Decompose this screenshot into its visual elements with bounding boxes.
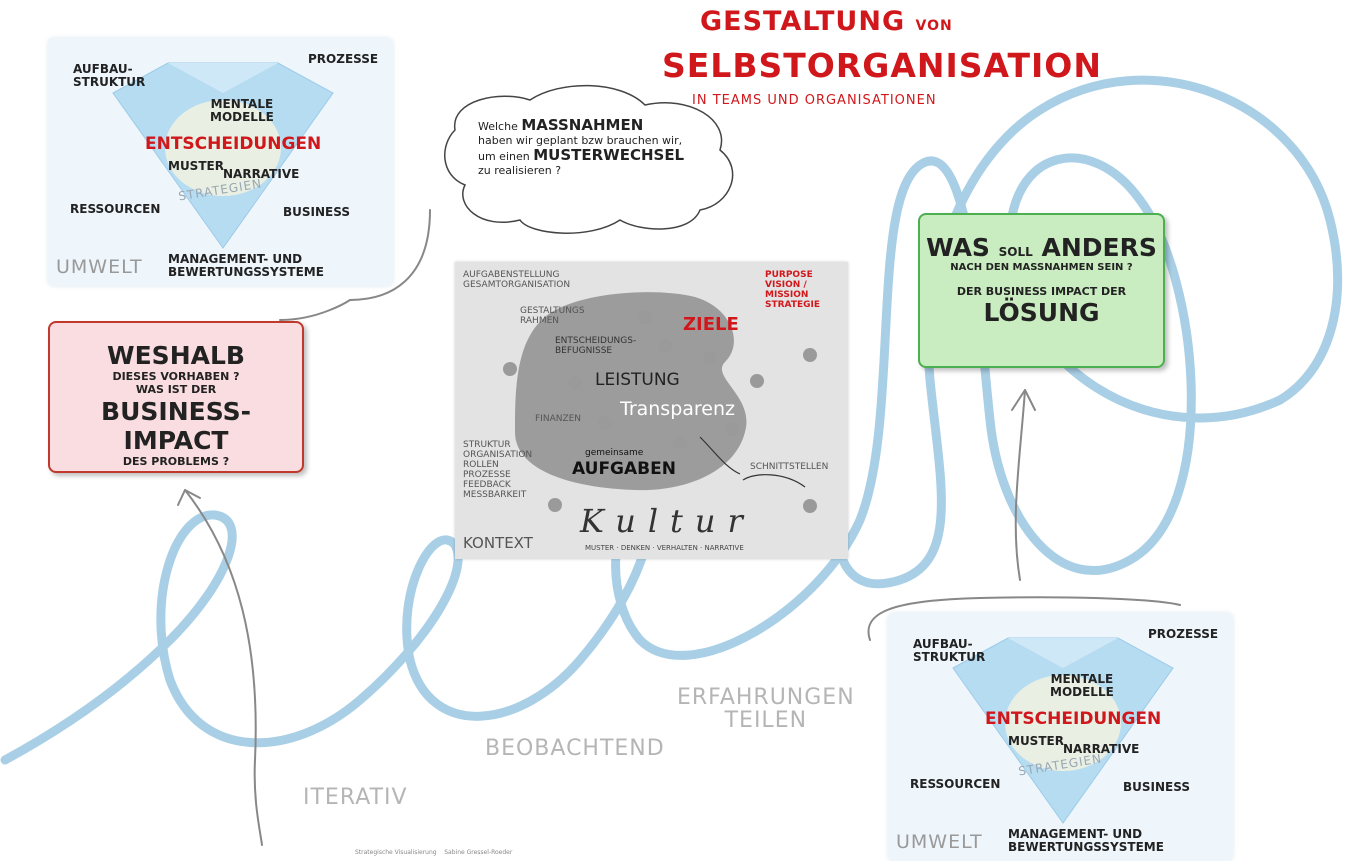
kt-dot — [803, 499, 817, 513]
word-iterativ: ITERATIV — [303, 785, 408, 810]
kt-schnittstellen: SCHNITTSTELLEN — [750, 462, 829, 472]
kt-dot — [598, 416, 612, 430]
connector-lines — [177, 209, 1181, 846]
kt-dot — [803, 348, 817, 362]
red-box-weshalb: WESHALB DIESES VORHABEN ? WAS IST DER BU… — [48, 321, 304, 473]
label-muster: MUSTER — [168, 159, 224, 173]
green-box-loesung: LÖSUNG — [983, 298, 1100, 327]
label-business: BUSINESS — [283, 205, 350, 219]
kt-gemeinsame: gemeinsame — [585, 448, 644, 458]
thought-bubble-text: Welche MASSNAHMEN haben wir geplant bzw … — [478, 116, 685, 178]
label-business: BUSINESS — [1123, 780, 1190, 794]
red-box-impact: BUSINESS-IMPACT — [101, 397, 251, 455]
red-box-line5: DES PROBLEMS ? — [122, 455, 230, 468]
kt-dot — [503, 362, 517, 376]
kt-kontext: KONTEXT — [463, 534, 533, 552]
label-aufbau: AUFBAU-STRUKTUR — [73, 62, 146, 89]
blue-spiral-line — [0, 75, 1343, 765]
title-line3: IN TEAMS UND ORGANISATIONEN — [692, 93, 937, 108]
label-prozesse: PROZESSE — [1148, 627, 1219, 641]
diamond-icon — [112, 62, 334, 249]
label-entscheidungen: ENTSCHEIDUNGEN — [985, 709, 1162, 729]
label-prozesse: PROZESSE — [308, 52, 379, 66]
green-box-line3: DER BUSINESS IMPACT DER — [956, 285, 1127, 298]
kt-aufgaben: AUFGABEN — [572, 459, 676, 479]
kt-dot — [638, 310, 652, 324]
kt-entscheidung: ENTSCHEIDUNGS-BEFUGNISSE — [555, 336, 637, 356]
title-line2: SELBSTORGANISATION — [662, 46, 1102, 85]
word-erfahrungen-teilen: ERFAHRUNGEN TEILEN — [677, 685, 855, 733]
kt-leistung: LEISTUNG — [595, 370, 680, 390]
label-entscheidungen: ENTSCHEIDUNGEN — [145, 134, 322, 154]
kt-dot — [658, 339, 672, 353]
kontext-blob — [515, 292, 806, 491]
label-ressourcen: RESSOURCEN — [910, 777, 1001, 791]
right-arrow-head — [1011, 389, 1036, 411]
bubble-tail-left — [349, 209, 431, 301]
credit-line: Strategische Visualisierung Sabine Gress… — [355, 849, 513, 856]
right-arrow-line — [1014, 389, 1026, 581]
kt-dot — [673, 435, 687, 449]
thought-bubble-cloud — [444, 84, 734, 234]
kt-transparenz: Transparenz — [620, 398, 736, 420]
kt-dot — [725, 422, 739, 436]
kt-footer: MUSTER · DENKEN · VERHALTEN · NARRATIVE — [585, 544, 744, 552]
label-umwelt: UMWELT — [56, 256, 143, 278]
word-beobachtend: BEOBACHTEND — [485, 736, 665, 761]
left-arrow-head — [177, 489, 201, 506]
label-muster: MUSTER — [1008, 734, 1064, 748]
red-box-weshalb-title: WESHALB — [107, 341, 245, 370]
kt-dot — [703, 351, 717, 365]
label-narrative: NARRATIVE — [1063, 742, 1140, 756]
label-ressourcen: RESSOURCEN — [70, 202, 161, 216]
label-umwelt: UMWELT — [896, 831, 983, 853]
kt-dot — [750, 374, 764, 388]
red-box-line2: DIESES VORHABEN ? — [112, 370, 240, 383]
title-line1: GESTALTUNG VON — [700, 6, 953, 37]
kt-kultur: Kultur — [580, 502, 755, 540]
green-box-title: WAS SOLL ANDERS — [926, 233, 1157, 262]
label-aufbau: AUFBAU-STRUKTUR — [913, 637, 986, 664]
left-arrow-line — [184, 489, 263, 846]
kt-dot — [568, 376, 582, 390]
bubble-tail-right — [867, 596, 1181, 641]
kt-ziele: ZIELE — [683, 314, 739, 335]
green-box-line2: NACH DEN MASSNAHMEN SEIN ? — [950, 262, 1133, 273]
label-narrative: NARRATIVE — [223, 167, 300, 181]
kt-finanzen: FINANZEN — [535, 414, 582, 424]
green-box-was-anders: WAS SOLL ANDERS NACH DEN MASSNAHMEN SEIN… — [918, 213, 1165, 368]
diamond-icon — [952, 637, 1174, 824]
red-box-line3: WAS IST DER — [135, 383, 217, 396]
kt-dot — [548, 498, 562, 512]
